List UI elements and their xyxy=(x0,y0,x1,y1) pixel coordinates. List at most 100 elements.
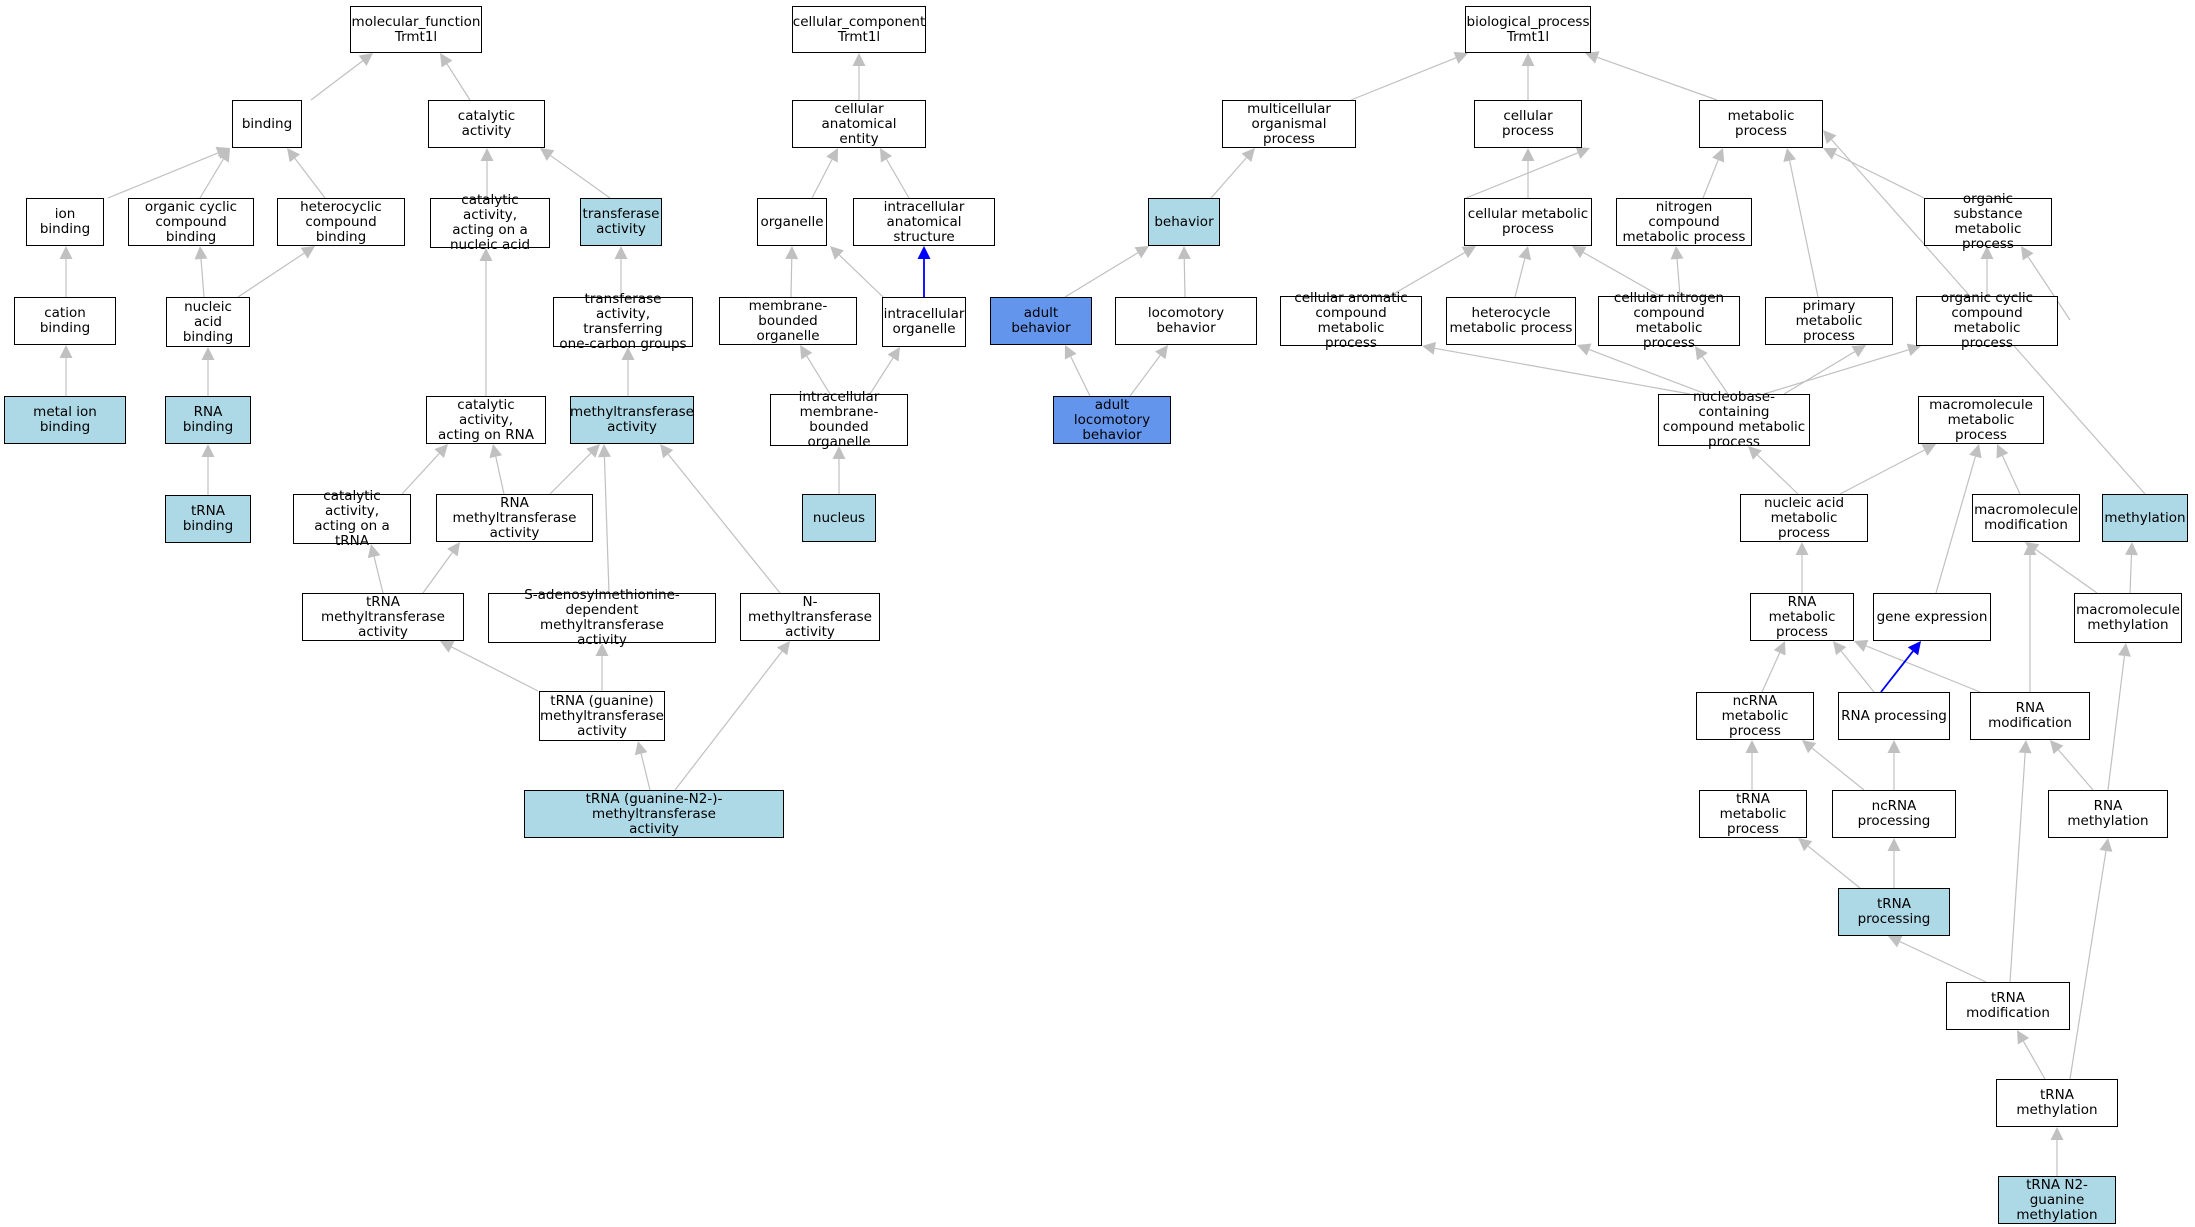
node-methylation[interactable]: methylation xyxy=(2102,494,2188,542)
node-trna-guanine-n2-methyltransferase[interactable]: tRNA (guanine-N2-)-methyltransferase act… xyxy=(524,790,784,838)
node-rna-modification[interactable]: RNA modification xyxy=(1970,692,2090,740)
node-cc-root[interactable]: cellular_component Trmt1l xyxy=(792,6,926,53)
edge-62-arrowhead xyxy=(1921,444,1936,456)
edge-2-line xyxy=(107,152,219,199)
node-cellular-nitrogen-metabolic[interactable]: cellular nitrogen compound metabolic pro… xyxy=(1598,291,1740,351)
edge-60-line xyxy=(1763,349,1909,395)
node-intracellular-organelle[interactable]: intracellular organelle xyxy=(882,297,966,347)
node-trna-methyltransferase[interactable]: tRNA methyltransferase activity xyxy=(302,593,464,641)
edge-19-line xyxy=(373,556,384,594)
edge-9-line xyxy=(237,252,305,298)
edge-17-arrowhead xyxy=(489,444,503,459)
edge-58-arrowhead xyxy=(1695,346,1708,361)
node-trna-modification[interactable]: tRNA modification xyxy=(1946,982,2070,1030)
edge-37-arrowhead xyxy=(1521,53,1535,66)
node-intracellular-membrane-bounded-organelle[interactable]: intracellular membrane-bounded organelle xyxy=(770,390,908,450)
node-rna-methyltransferase[interactable]: RNA methyltransferase activity xyxy=(436,494,593,542)
node-nucleic-acid-metabolic[interactable]: nucleic acid metabolic process xyxy=(1740,494,1868,542)
edge-20-arrowhead xyxy=(447,542,460,557)
node-nitrogen-compound-metabolic[interactable]: nitrogen compound metabolic process xyxy=(1616,198,1752,246)
edge-7-arrowhead xyxy=(59,246,73,259)
node-macromolecule-modification[interactable]: macromolecule modification xyxy=(1972,494,2080,542)
edge-25-arrowhead xyxy=(634,741,648,756)
node-bp-root[interactable]: biological_process Trmt1l xyxy=(1465,6,1591,53)
node-organic-cyclic-metabolic[interactable]: organic cyclic compound metabolic proces… xyxy=(1916,291,2058,351)
node-intracellular-anatomical-structure[interactable]: intracellular anatomical structure xyxy=(853,198,995,246)
node-behavior[interactable]: behavior xyxy=(1148,198,1220,246)
node-rna-binding[interactable]: RNA binding xyxy=(165,396,251,444)
edge-26-arrowhead xyxy=(776,641,790,656)
edge-74-arrowhead xyxy=(1802,740,1817,754)
node-organelle[interactable]: organelle xyxy=(757,198,827,246)
node-trna-methylation[interactable]: tRNA methylation xyxy=(1996,1079,2118,1127)
node-ncrna-metabolic[interactable]: ncRNA metabolic process xyxy=(1696,692,1814,740)
node-heterocyclic-binding[interactable]: heterocyclic compound binding xyxy=(277,198,405,246)
edge-34-arrowhead xyxy=(887,347,900,362)
node-nucleic-binding[interactable]: nucleic acid binding xyxy=(166,297,250,347)
node-nucleobase-metabolic[interactable]: nucleobase-containing compound metabolic… xyxy=(1658,390,1810,450)
node-membrane-bounded-organelle[interactable]: membrane-bounded organelle xyxy=(719,297,857,345)
node-trna-binding[interactable]: tRNA binding xyxy=(165,495,251,543)
edge-82-arrowhead xyxy=(2017,1030,2030,1045)
edge-64-arrowhead xyxy=(1996,444,2009,459)
edge-46-arrowhead xyxy=(1134,246,1149,259)
node-cellular-anatomical-entity[interactable]: cellular anatomical entity xyxy=(792,100,926,148)
edge-66-line xyxy=(2129,554,2133,594)
edge-63-line xyxy=(1935,456,1976,594)
node-heterocycle-metabolic[interactable]: heterocycle metabolic process xyxy=(1446,297,1576,345)
edge-63-arrowhead xyxy=(1969,444,1982,459)
node-trna-processing[interactable]: tRNA processing xyxy=(1838,888,1950,936)
edge-11-arrowhead xyxy=(59,345,73,358)
edge-19-arrowhead xyxy=(367,544,381,559)
edge-68-line xyxy=(1761,652,1781,693)
node-cellular-process[interactable]: cellular process xyxy=(1474,100,1582,148)
node-adult-locomotory-behavior[interactable]: adult locomotory behavior xyxy=(1053,396,1171,444)
node-metabolic-process[interactable]: metabolic process xyxy=(1699,100,1823,148)
edge-58-line xyxy=(1701,356,1729,395)
node-multicellular[interactable]: multicellular organismal process xyxy=(1222,100,1356,148)
edge-29-line xyxy=(886,158,910,199)
edge-21-line xyxy=(603,456,610,594)
node-catalytic-trna[interactable]: catalytic activity, acting on a tRNA xyxy=(293,489,411,549)
edge-38-line xyxy=(1597,56,1718,101)
node-organic-substance-metabolic[interactable]: organic substance metabolic process xyxy=(1924,192,2052,252)
edge-14-arrowhead xyxy=(621,347,635,360)
node-sam-methyltransferase[interactable]: S-adenosylmethionine-dependent methyltra… xyxy=(488,588,716,648)
node-ncrna-processing[interactable]: ncRNA processing xyxy=(1832,790,1956,838)
edge-82-line xyxy=(2022,1040,2046,1080)
node-nucleus[interactable]: nucleus xyxy=(802,494,876,542)
node-macromolecule-metabolic[interactable]: macromolecule metabolic process xyxy=(1918,396,2044,444)
node-transferase[interactable]: transferase activity xyxy=(580,198,662,246)
edge-33-line xyxy=(806,355,831,395)
node-cation-binding[interactable]: cation binding xyxy=(14,297,116,345)
edge-29-arrowhead xyxy=(880,148,893,163)
edge-4-line xyxy=(294,157,326,199)
node-ion-binding[interactable]: ion binding xyxy=(26,198,104,246)
node-trna-n2-guanine-methylation[interactable]: tRNA N2-guanine methylation xyxy=(1998,1176,2116,1224)
node-transferase-onecarbon[interactable]: transferase activity, transferring one-c… xyxy=(553,292,693,352)
node-n-methyltransferase[interactable]: N-methyltransferase activity xyxy=(740,593,880,641)
node-gene-expression[interactable]: gene expression xyxy=(1873,593,1991,641)
node-binding[interactable]: binding xyxy=(232,100,302,148)
node-trna-guanine-methyltransferase[interactable]: tRNA (guanine) methyltransferase activit… xyxy=(539,691,665,741)
node-catalytic-rna[interactable]: catalytic activity, acting on RNA xyxy=(426,396,546,444)
node-trna-metabolic[interactable]: tRNA metabolic process xyxy=(1699,790,1807,838)
node-locomotory-behavior[interactable]: locomotory behavior xyxy=(1115,297,1257,345)
node-macromolecule-methylation[interactable]: macromolecule methylation xyxy=(2074,593,2182,643)
node-cellular-aromatic-metabolic[interactable]: cellular aromatic compound metabolic pro… xyxy=(1280,291,1422,351)
node-metal-ion-binding[interactable]: metal ion binding xyxy=(4,396,126,444)
edge-41-line xyxy=(1465,152,1579,199)
node-primary-metabolic[interactable]: primary metabolic process xyxy=(1765,297,1893,345)
node-rna-metabolic[interactable]: RNA metabolic process xyxy=(1750,593,1854,641)
edge-8-line xyxy=(200,258,205,298)
node-adult-behavior[interactable]: adult behavior xyxy=(990,297,1092,345)
edge-35-arrowhead xyxy=(832,446,846,459)
node-catalytic[interactable]: catalytic activity xyxy=(428,100,545,148)
node-catalytic-nucleic[interactable]: catalytic activity, acting on a nucleic … xyxy=(430,193,550,253)
node-methyltransferase[interactable]: methyltransferase activity xyxy=(570,396,694,444)
node-rna-processing[interactable]: RNA processing xyxy=(1838,692,1950,740)
node-cellular-metabolic[interactable]: cellular metabolic process xyxy=(1464,198,1592,246)
node-mf-root[interactable]: molecular_function Trmt1l xyxy=(350,6,482,53)
node-organic-cyclic-binding[interactable]: organic cyclic compound binding xyxy=(128,198,254,246)
node-rna-methylation[interactable]: RNA methylation xyxy=(2048,790,2168,838)
